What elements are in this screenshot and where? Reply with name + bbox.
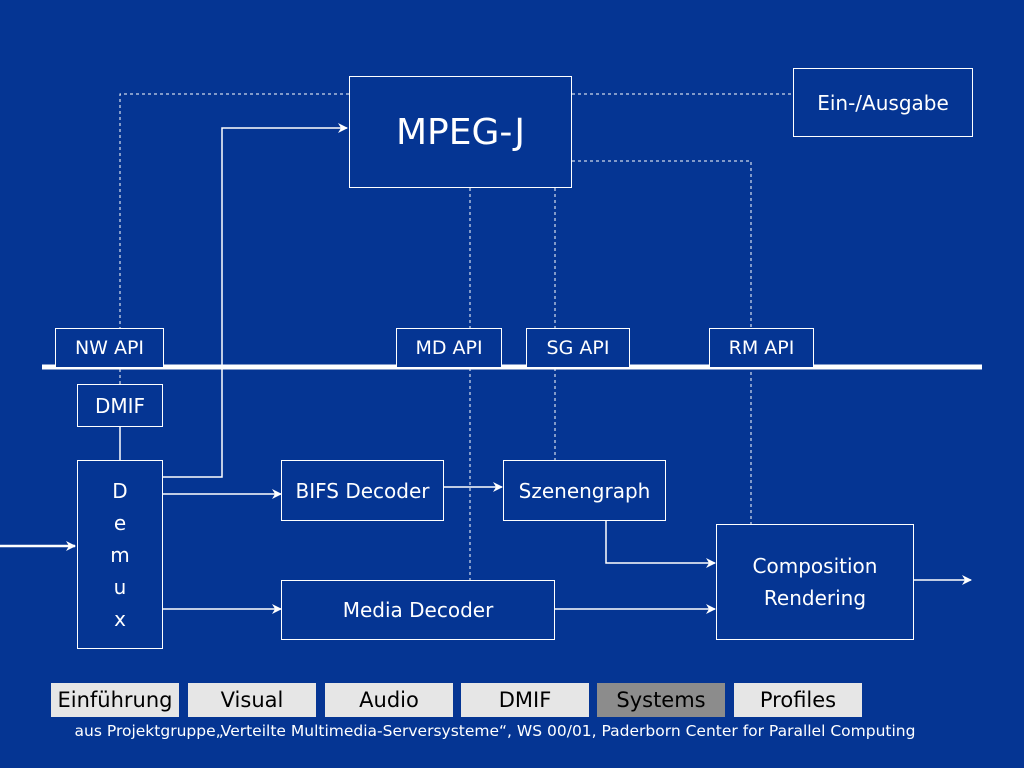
nw-api-box: NW API xyxy=(55,328,164,368)
nav-audio[interactable]: Audio xyxy=(325,683,453,717)
bifs-decoder-box: BIFS Decoder xyxy=(281,460,444,521)
dashed-api-links xyxy=(119,93,794,580)
demux-letter-d: D xyxy=(112,478,128,503)
rendering-label: Rendering xyxy=(763,586,867,610)
demux-box: D e m u x xyxy=(77,460,163,649)
rm-api-box: RM API xyxy=(709,328,814,368)
demux-letter-u: u xyxy=(113,574,127,599)
bifs-decoder-label: BIFS Decoder xyxy=(295,478,430,503)
rm-api-label: RM API xyxy=(728,337,795,359)
nav-einfuehrung[interactable]: Einführung xyxy=(51,683,179,717)
media-decoder-box: Media Decoder xyxy=(281,580,555,640)
composition-label: Composition xyxy=(752,554,878,578)
szenengraph-box: Szenengraph xyxy=(503,460,666,521)
nav-dmif[interactable]: DMIF xyxy=(461,683,589,717)
ein-ausgabe-box: Ein-/Ausgabe xyxy=(793,68,973,137)
demux-letter-e: e xyxy=(113,510,127,535)
md-api-label: MD API xyxy=(415,337,483,359)
composition-rendering-box: Composition Rendering xyxy=(716,524,914,640)
sg-api-box: SG API xyxy=(526,328,630,368)
nav-visual[interactable]: Visual xyxy=(188,683,316,717)
nw-api-label: NW API xyxy=(74,337,145,359)
dmif-label: DMIF xyxy=(94,393,146,418)
dmif-box: DMIF xyxy=(77,384,163,427)
nav-profiles[interactable]: Profiles xyxy=(734,683,862,717)
md-api-box: MD API xyxy=(396,328,502,368)
demux-letter-x: x xyxy=(114,606,126,631)
dashed-nw-to-mpegj xyxy=(119,93,350,426)
demux-to-mpegj-arrow xyxy=(162,123,348,478)
demux-letter-m: m xyxy=(110,542,130,567)
footer-credit: aus Projektgruppe„Verteilte Multimedia-S… xyxy=(74,722,916,740)
mpegj-box: MPEG-J xyxy=(349,76,572,188)
szenengraph-to-composition-arrow xyxy=(605,520,716,568)
nav-systems[interactable]: Systems xyxy=(597,683,725,717)
szenengraph-label: Szenengraph xyxy=(518,478,651,503)
sg-api-label: SG API xyxy=(546,337,610,359)
media-decoder-label: Media Decoder xyxy=(342,598,494,622)
mpegj-label: MPEG-J xyxy=(395,111,526,153)
dashed-mpegj-to-rm xyxy=(572,160,752,524)
ein-ausgabe-label: Ein-/Ausgabe xyxy=(817,90,949,115)
